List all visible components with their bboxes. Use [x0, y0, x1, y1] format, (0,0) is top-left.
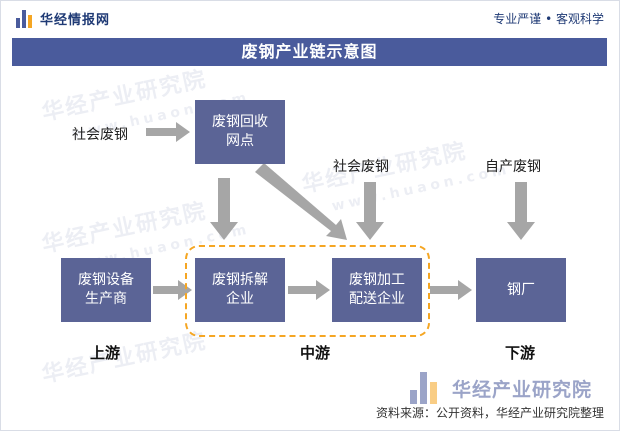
node-recycling-point-line2: 网点 — [226, 133, 254, 149]
node-equipment-line2: 生产商 — [85, 291, 127, 307]
source-note: 资料来源：公开资料，华经产业研究院整理 — [375, 406, 604, 420]
node-recycling-point-line1: 废钢回收 — [212, 114, 268, 130]
node-processing-line2: 配送企业 — [349, 291, 405, 307]
header: 华经情报网 专业严谨 • 客观科学 — [0, 0, 620, 36]
node-processing-line1: 废钢加工 — [349, 272, 405, 288]
node-dismantling-line1: 废钢拆解 — [212, 272, 268, 288]
arrow-processing-to-mill — [430, 280, 472, 300]
footer-logo: 华经产业研究院 — [410, 372, 592, 404]
node-equipment-line1: 废钢设备 — [78, 272, 134, 288]
node-processing: 废钢加工 配送企业 — [332, 258, 422, 322]
arrow-recycling-to-dismantling — [210, 178, 238, 240]
tier-midstream: 中游 — [300, 344, 331, 362]
node-social-scrap-left: 社会废钢 — [72, 127, 128, 143]
node-recycling-point: 废钢回收 网点 — [195, 100, 285, 164]
tier-upstream: 上游 — [90, 344, 121, 362]
midstream-outline — [185, 245, 430, 337]
header-logo: 华经情报网 — [16, 9, 110, 28]
page-title: 废钢产业链示意图 — [12, 38, 607, 66]
arrow-equipment-to-dismantling — [153, 280, 192, 300]
arrow-dismantling-to-processing — [288, 280, 330, 300]
arrow-self-to-mill — [507, 182, 535, 240]
logo-icon — [16, 9, 34, 28]
tier-downstream: 下游 — [505, 344, 536, 362]
footer-logo-icon — [410, 372, 444, 404]
arrow-recycling-to-processing — [255, 163, 347, 240]
node-dismantling: 废钢拆解 企业 — [195, 258, 285, 322]
node-self-scrap: 自产废钢 — [485, 159, 541, 175]
arrow-social-to-recycling — [146, 122, 190, 142]
node-dismantling-line2: 企业 — [226, 291, 254, 307]
node-steel-mill: 钢厂 — [476, 258, 566, 322]
node-social-scrap-mid: 社会废钢 — [333, 159, 389, 175]
node-equipment-maker: 废钢设备 生产商 — [61, 258, 151, 322]
arrow-social-to-processing — [356, 182, 384, 240]
footer-logo-text: 华经产业研究院 — [452, 378, 593, 401]
header-slogan: 专业严谨 • 客观科学 — [493, 12, 604, 26]
logo-text: 华经情报网 — [40, 13, 111, 28]
